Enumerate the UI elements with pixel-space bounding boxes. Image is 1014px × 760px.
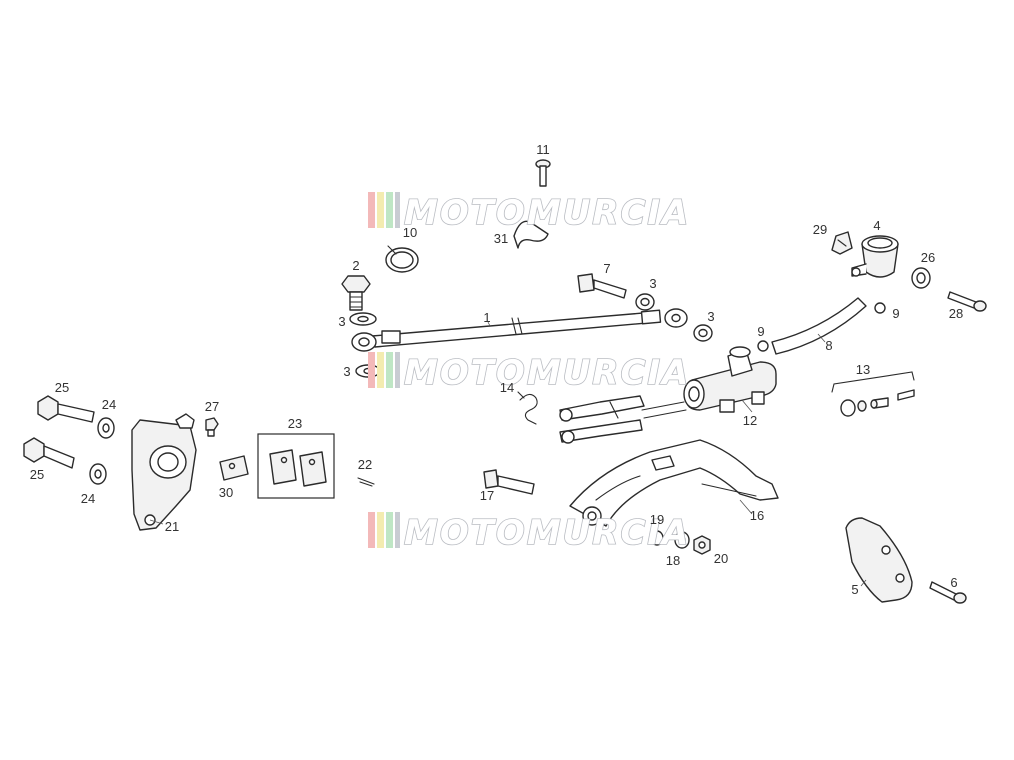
watermark-stripe-yellow xyxy=(377,192,384,228)
watermark-stripe-green xyxy=(386,352,393,388)
watermark-stripe-yellow xyxy=(377,352,384,388)
callout-16: 16 xyxy=(750,508,764,523)
master-cylinder-part xyxy=(641,346,777,419)
callout-13: 13 xyxy=(856,362,870,377)
callout-24: 24 xyxy=(102,397,116,412)
callout-3: 3 xyxy=(649,276,656,291)
watermark-stripe-green xyxy=(386,192,393,228)
watermark-text: MOTOMURCIA xyxy=(404,193,690,233)
callout-23: 23 xyxy=(288,416,302,431)
watermark-stripe-red xyxy=(368,352,375,388)
watermark-stripe-red xyxy=(368,192,375,228)
callout-3: 3 xyxy=(343,364,350,379)
callout-21: 21 xyxy=(165,519,179,534)
banjo-bolt-part xyxy=(341,275,371,311)
bolt-11-part xyxy=(535,159,551,187)
pushrod-clevis-part xyxy=(559,395,645,444)
callout-28: 28 xyxy=(949,306,963,321)
callout-6: 6 xyxy=(950,575,957,590)
callout-27: 27 xyxy=(205,399,219,414)
brake-line-part xyxy=(351,308,688,352)
heel-guard-part xyxy=(845,517,913,603)
watermark-stripe-red xyxy=(368,512,375,548)
cable-clip-part xyxy=(513,220,549,249)
callout-25: 25 xyxy=(30,467,44,482)
callout-8: 8 xyxy=(825,338,832,353)
pedal-hardware-part xyxy=(650,530,711,555)
callout-11: 11 xyxy=(536,142,550,157)
split-pin-part xyxy=(357,477,375,487)
callout-18: 18 xyxy=(666,553,680,568)
callout-2: 2 xyxy=(352,258,359,273)
reservoir-hose-part xyxy=(757,297,886,355)
callout-20: 20 xyxy=(714,551,728,566)
callout-12: 12 xyxy=(743,413,757,428)
brake-pads-part xyxy=(257,433,335,499)
screw-6-part xyxy=(929,581,967,604)
watermark-text: MOTOMURCIA xyxy=(404,353,690,393)
callout-14: 14 xyxy=(500,380,514,395)
callout-9: 9 xyxy=(892,306,899,321)
caliper-bolts-part xyxy=(23,395,95,469)
hose-clamp-part xyxy=(385,245,419,273)
pad-spring-part xyxy=(219,455,249,481)
callout-1: 1 xyxy=(483,310,490,325)
watermark-stripe-yellow xyxy=(377,512,384,548)
callout-26: 26 xyxy=(921,250,935,265)
screw-28-part xyxy=(947,291,987,312)
callout-30: 30 xyxy=(219,485,233,500)
callout-24: 24 xyxy=(81,491,95,506)
callout-7: 7 xyxy=(603,261,610,276)
callout-3: 3 xyxy=(338,314,345,329)
bleed-valve-part xyxy=(205,417,219,437)
fluid-reservoir-part xyxy=(851,235,899,278)
watermark-stripe-grey xyxy=(395,352,400,388)
callout-22: 22 xyxy=(358,457,372,472)
callout-19: 19 xyxy=(650,512,664,527)
callout-17: 17 xyxy=(480,488,494,503)
return-spring-part xyxy=(517,391,538,425)
callout-25: 25 xyxy=(55,380,69,395)
watermark-top: MOTOMURCIA xyxy=(368,192,690,234)
callout-31: 31 xyxy=(494,231,508,246)
bolt-7-part xyxy=(577,273,627,299)
watermark-bottom: MOTOMURCIA xyxy=(368,512,690,554)
pivot-bolt-part xyxy=(483,469,535,495)
brake-pedal-part xyxy=(569,439,779,527)
callout-5: 5 xyxy=(851,582,858,597)
watermark-stripe-green xyxy=(386,512,393,548)
watermark-stripe-grey xyxy=(395,512,400,548)
watermark-text: MOTOMURCIA xyxy=(404,513,690,553)
brake-caliper-part xyxy=(131,413,197,531)
o-ring-part xyxy=(911,267,931,289)
callout-9: 9 xyxy=(757,324,764,339)
callout-10: 10 xyxy=(403,225,417,240)
callout-4: 4 xyxy=(873,218,880,233)
retaining-clip-part xyxy=(831,231,853,255)
callout-3: 3 xyxy=(707,309,714,324)
leader-lines xyxy=(149,321,867,587)
caliper-washers-part xyxy=(89,417,115,485)
watermark-middle: MOTOMURCIA xyxy=(368,352,690,394)
watermark-stripe-grey xyxy=(395,192,400,228)
pin-kit-part xyxy=(831,371,915,417)
callout-labels: 1 2 3 3 3 3 4 5 6 7 8 9 9 10 11 12 13 14… xyxy=(30,142,963,597)
callout-29: 29 xyxy=(813,222,827,237)
